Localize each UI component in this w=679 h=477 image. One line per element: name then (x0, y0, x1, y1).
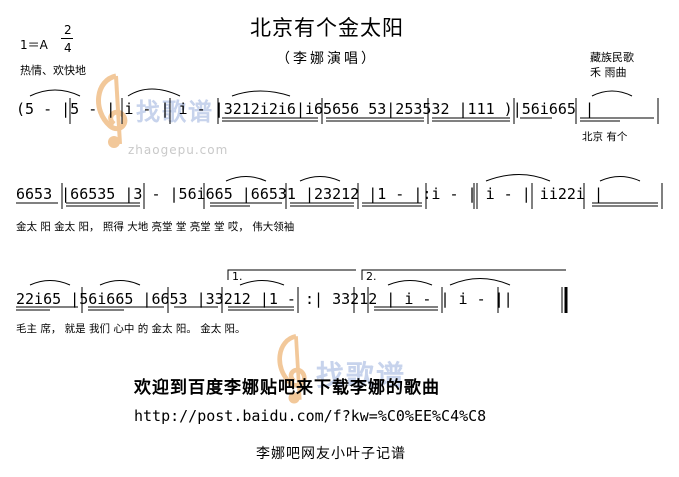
transcriber-credit: 李娜吧网友小叶子记谱 (256, 446, 406, 462)
time-signature-bottom: 4 (64, 41, 72, 55)
promo-link[interactable]: http://post.baidu.com/f?kw=%C0%EE%C4%C8 (134, 407, 487, 425)
key-signature: 1＝A (20, 38, 48, 52)
song-title: 北京有个金太阳 (250, 16, 404, 40)
watermark-text-bottom: 找歌谱 (316, 359, 407, 392)
music-credit: 禾 雨曲 (590, 66, 627, 79)
volta-ending-2: 2. (366, 270, 377, 283)
watermark-text-top: 找歌谱 (136, 98, 214, 126)
watermark-logo-bottom (268, 330, 324, 410)
volta-ending-1: 1. (232, 270, 243, 283)
music-note-icon (96, 73, 128, 148)
lyrics-row-1: 北京 有个 (582, 131, 628, 143)
notation-row-1: (5 - |5 - | i - | i - |3212i2i6|i65656 5… (16, 100, 594, 118)
credits: 藏族民歌 禾 雨曲 (590, 50, 634, 80)
time-signature-rule (61, 38, 73, 39)
time-signature-top: 2 (64, 23, 72, 37)
music-note-icon (277, 333, 307, 404)
lyrics-row-2: 金太 阳 金太 阳， 照得 大地 亮堂 堂 亮堂 堂 哎， 伟大领袖 (16, 221, 295, 233)
lyrics-row-3: 毛主 席， 就是 我们 心中 的 金太 阳。 金太 阳。 (16, 323, 246, 335)
tempo-marking: 热情、欢快地 (20, 64, 86, 77)
watermark-logo-top (86, 70, 146, 154)
song-subtitle: （李娜演唱） (276, 51, 378, 67)
lyrics-credit: 藏族民歌 (590, 51, 634, 64)
promo-text: 欢迎到百度李娜贴吧来下载李娜的歌曲 (134, 378, 440, 398)
notation-row-2: 6653 |66535 |3 - |56i665 |66531 |23212 |… (16, 185, 603, 203)
watermark-url-top: zhaogepu.com (128, 143, 229, 157)
notation-row-3: 22i65 |56i665 |6653 |33212 |1 - :| 33212… (16, 290, 513, 308)
